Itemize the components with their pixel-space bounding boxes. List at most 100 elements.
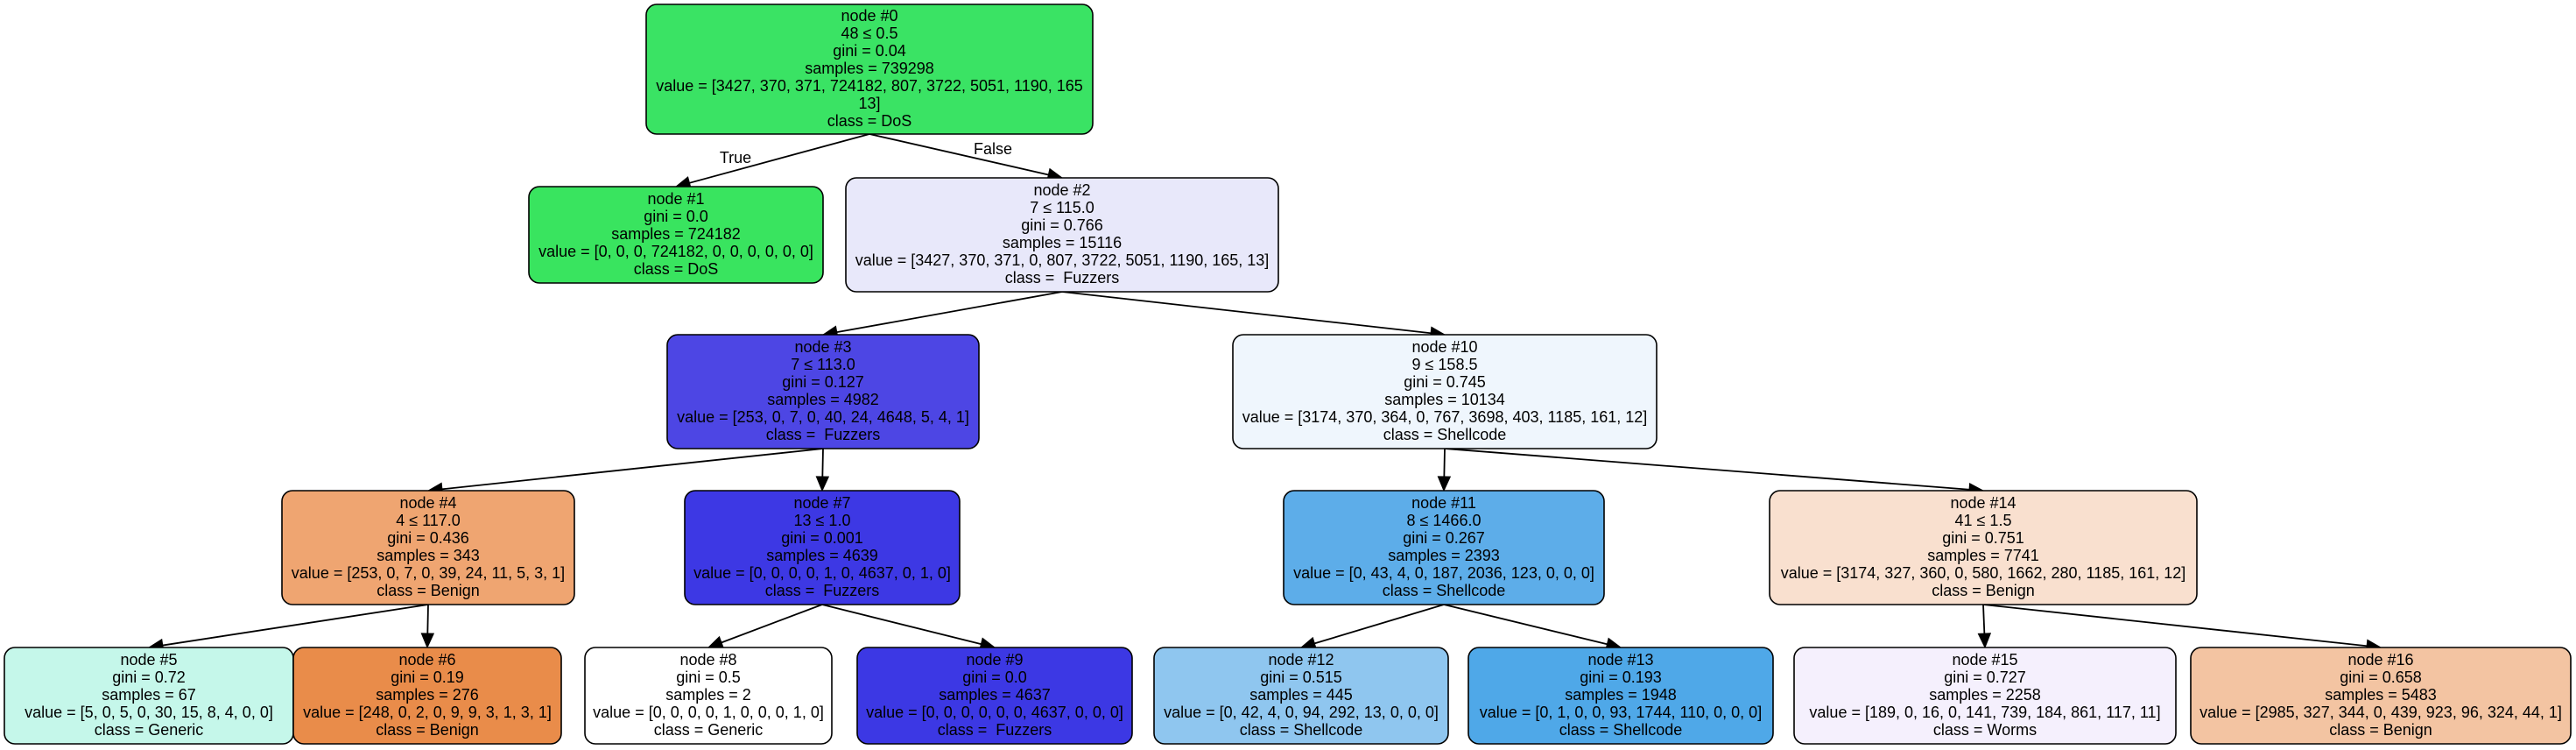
node-2-line-3: samples = 15116 — [1003, 234, 1122, 251]
node-1-line-3: value = [0, 0, 0, 724182, 0, 0, 0, 0, 0,… — [538, 243, 813, 260]
arrowhead-node-7 — [815, 476, 830, 492]
node-6-box — [292, 647, 562, 745]
node-4-line-2: gini = 0.436 — [387, 529, 469, 547]
node-13-line-1: gini = 0.193 — [1580, 669, 1662, 686]
node-4-line-5: class = Benign — [377, 582, 480, 599]
edge-node-10-node-11 — [1443, 448, 1446, 478]
node-2-line-4: value = [3427, 370, 371, 0, 807, 3722, 5… — [855, 251, 1270, 269]
node-16-line-1: gini = 0.658 — [2340, 669, 2422, 686]
node-16-line-2: samples = 5483 — [2325, 686, 2437, 704]
node-14-line-2: gini = 0.751 — [1942, 529, 2024, 547]
node-5-line-1: gini = 0.72 — [112, 669, 186, 686]
node-8-line-0: node #8 — [679, 651, 736, 669]
node-4-line-0: node #4 — [399, 494, 456, 512]
node-4-line-4: value = [253, 0, 7, 0, 39, 24, 11, 5, 3,… — [292, 564, 565, 582]
node-9-line-2: samples = 4637 — [939, 686, 1051, 704]
edge-label-true: True — [720, 149, 751, 166]
node-11-line-4: value = [0, 43, 4, 0, 187, 2036, 123, 0,… — [1293, 564, 1594, 582]
node-15-line-1: gini = 0.727 — [1944, 669, 2026, 686]
edge-node-11-node-12 — [1314, 604, 1445, 645]
node-2-line-5: class = Fuzzers — [1005, 269, 1120, 287]
node-5-line-2: samples = 67 — [102, 686, 196, 704]
node-0-line-2: gini = 0.04 — [833, 42, 906, 60]
node-0-line-0: node #0 — [841, 7, 897, 25]
node-14-line-1: 41 ≤ 1.5 — [1955, 512, 2012, 529]
node-16-box — [2190, 647, 2572, 745]
node-11-line-1: 8 ≤ 1466.0 — [1407, 512, 1482, 529]
node-0-line-4: value = [3427, 370, 371, 724182, 807, 37… — [656, 77, 1083, 95]
node-4-line-3: samples = 343 — [377, 547, 480, 564]
node-7-line-0: node #7 — [793, 494, 850, 512]
node-7-line-2: gini = 0.001 — [781, 529, 863, 547]
node-14-box — [1769, 490, 2198, 605]
edge-label-false: False — [974, 140, 1012, 158]
node-7-box — [684, 490, 961, 605]
node-1-line-1: gini = 0.0 — [644, 208, 708, 225]
node-10-box — [1232, 334, 1658, 449]
node-6-line-1: gini = 0.19 — [391, 669, 464, 686]
node-7-line-5: class = Fuzzers — [765, 582, 880, 599]
edge-node-3-node-4 — [441, 448, 824, 491]
node-10-line-0: node #10 — [1411, 338, 1477, 356]
arrowhead-node-15 — [1977, 633, 1992, 649]
node-3-box — [666, 334, 980, 449]
node-11-line-3: samples = 2393 — [1388, 547, 1500, 564]
node-1-box — [528, 186, 824, 284]
edge-node-14-node-16 — [1982, 604, 2368, 647]
node-10-line-3: samples = 10134 — [1384, 391, 1505, 408]
node-10-line-1: 9 ≤ 158.5 — [1412, 356, 1478, 373]
node-14-line-4: value = [3174, 327, 360, 0, 580, 1662, 2… — [1781, 564, 2186, 582]
arrowhead-node-6 — [420, 633, 435, 649]
node-15-line-2: samples = 2258 — [1929, 686, 2041, 704]
node-2-line-1: 7 ≤ 115.0 — [1030, 199, 1094, 216]
node-8-line-2: samples = 2 — [665, 686, 751, 704]
node-15-box — [1793, 647, 2177, 745]
node-12-line-2: samples = 445 — [1249, 686, 1353, 704]
node-14-line-3: samples = 7741 — [1927, 547, 2039, 564]
node-3-line-4: value = [253, 0, 7, 0, 40, 24, 4648, 5, … — [677, 408, 969, 426]
node-13-line-2: samples = 1948 — [1565, 686, 1677, 704]
node-6-line-4: class = Benign — [376, 721, 479, 739]
node-13-box — [1467, 647, 1774, 745]
node-6-line-3: value = [248, 0, 2, 0, 9, 9, 3, 1, 3, 1] — [303, 704, 552, 721]
node-15-line-0: node #15 — [1952, 651, 2017, 669]
node-9-box — [856, 647, 1133, 745]
node-7-line-4: value = [0, 0, 0, 0, 1, 0, 4637, 0, 1, 0… — [693, 564, 951, 582]
node-4-line-1: 4 ≤ 117.0 — [396, 512, 461, 529]
node-0-line-1: 48 ≤ 0.5 — [841, 25, 898, 42]
node-16-line-4: class = Benign — [2329, 721, 2432, 739]
edges-layer: True False — [147, 133, 2382, 653]
node-10-line-4: value = [3174, 370, 364, 0, 767, 3698, 4… — [1242, 408, 1648, 426]
node-3-line-2: gini = 0.127 — [782, 373, 864, 391]
node-8-line-1: gini = 0.5 — [676, 669, 741, 686]
node-9-line-1: gini = 0.0 — [962, 669, 1027, 686]
node-7-line-3: samples = 4639 — [766, 547, 878, 564]
arrowhead-node-11 — [1437, 476, 1452, 492]
node-8-box — [584, 647, 833, 745]
node-11-line-2: gini = 0.267 — [1403, 529, 1485, 547]
node-7-line-1: 13 ≤ 1.0 — [794, 512, 851, 529]
node-11-line-0: node #11 — [1411, 494, 1476, 512]
node-11-box — [1283, 490, 1605, 605]
node-14-line-0: node #14 — [1950, 494, 2016, 512]
node-12-line-4: class = Shellcode — [1240, 721, 1363, 739]
node-1-line-0: node #1 — [647, 190, 704, 208]
node-13-line-0: node #13 — [1587, 651, 1653, 669]
edge-node-7-node-9 — [821, 604, 982, 646]
node-8-line-3: value = [0, 0, 0, 0, 1, 0, 0, 0, 1, 0] — [593, 704, 824, 721]
node-0-box — [645, 4, 1094, 135]
edge-node-2-node-10 — [1061, 291, 1432, 335]
node-2-box — [845, 177, 1279, 293]
node-5-line-4: class = Generic — [95, 721, 204, 739]
